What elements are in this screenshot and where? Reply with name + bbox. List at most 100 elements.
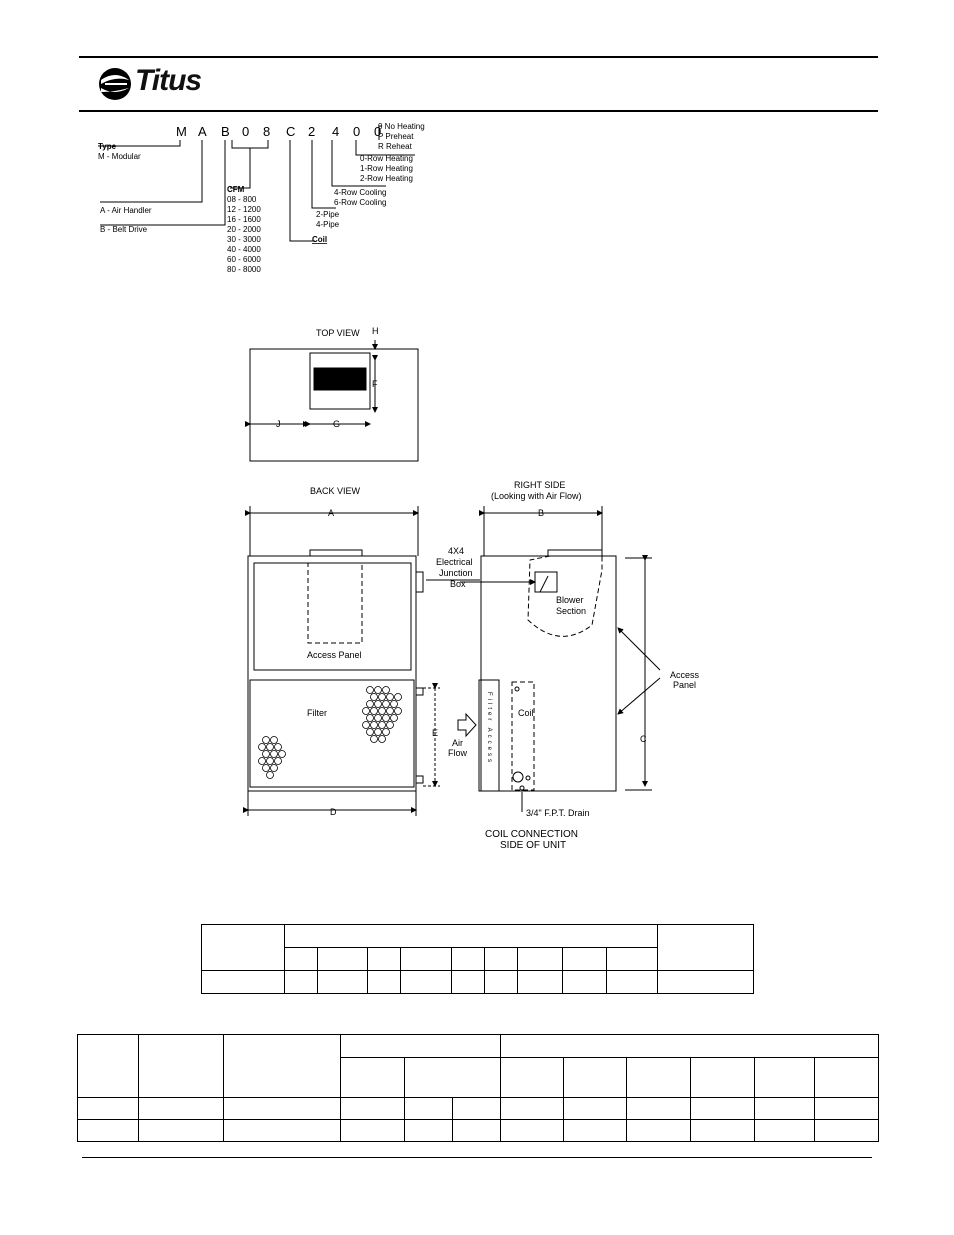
table-cell xyxy=(283,924,659,948)
table-cell xyxy=(626,1096,691,1120)
right-side-label: RIGHT SIDE xyxy=(514,480,565,490)
table-cell xyxy=(814,1096,879,1120)
mn-cfm-item: 40 - 4000 xyxy=(227,245,261,254)
table-cell xyxy=(516,947,563,971)
table-cell xyxy=(201,924,285,971)
mn-option-item: 0 No Heating xyxy=(378,122,425,131)
mn-letter-3: 0 xyxy=(242,124,249,139)
access-panel-side-label: Panel xyxy=(673,680,696,690)
table-cell xyxy=(316,970,369,994)
table-cell xyxy=(814,1118,879,1143)
table-cell xyxy=(223,1118,341,1143)
table-cell xyxy=(753,1057,816,1098)
junction-label: 4X4 xyxy=(448,546,464,556)
mn-handler-a: A - Air Handler xyxy=(100,206,152,215)
blower-label: Section xyxy=(556,606,586,616)
right-side-outline xyxy=(480,555,617,792)
mn-letter-9: 0 xyxy=(374,124,381,139)
mn-cfm-item: 16 - 1600 xyxy=(227,215,261,224)
table-cell xyxy=(223,1034,341,1098)
mn-letter-0: M xyxy=(176,124,187,139)
mn-cfm-item: 30 - 3000 xyxy=(227,235,261,244)
table-cell xyxy=(77,1118,139,1143)
dim-j-label: J xyxy=(276,419,281,429)
brand-name: Titus xyxy=(135,64,202,97)
table-cell xyxy=(499,1096,564,1120)
coil-outline xyxy=(511,681,535,791)
table-cell xyxy=(283,970,318,994)
table-cell xyxy=(77,1096,139,1120)
mn-cooling-item: 6-Row Cooling xyxy=(334,198,386,207)
dim-a-label: A xyxy=(328,508,334,518)
mn-heating-item: 1-Row Heating xyxy=(360,164,413,173)
mn-type-title: Type xyxy=(98,142,117,151)
footer-rule xyxy=(82,1157,872,1158)
table-cell xyxy=(339,1118,406,1143)
table-cell xyxy=(657,970,754,994)
dim-h-label: H xyxy=(372,326,379,336)
table-cell xyxy=(137,1118,225,1143)
filter-access-label: Filter Access xyxy=(486,692,492,765)
mn-cfm-title: CFM xyxy=(227,185,245,194)
table-cell xyxy=(77,1034,139,1098)
titus-logo: Titus xyxy=(97,64,212,102)
mn-letter-5: C xyxy=(286,124,295,139)
table-cell xyxy=(223,1096,341,1120)
table-cell xyxy=(316,947,369,971)
connection-label: COIL CONNECTION xyxy=(485,829,578,840)
mn-letter-4: 8 xyxy=(263,124,270,139)
table-cell xyxy=(499,1118,564,1143)
table-cell xyxy=(404,1118,454,1143)
connection-label: SIDE OF UNIT xyxy=(500,840,566,851)
table-cell xyxy=(452,1096,501,1120)
dimension-table xyxy=(201,924,754,994)
dim-c-label: C xyxy=(640,734,647,744)
table-cell xyxy=(452,1118,501,1143)
table-cell xyxy=(689,1096,755,1120)
air-flow-label: Flow xyxy=(448,748,468,758)
table-cell xyxy=(483,947,518,971)
top-view-label: TOP VIEW xyxy=(316,328,360,338)
mn-letter-7: 4 xyxy=(332,124,339,139)
back-view-filter xyxy=(249,679,415,788)
table-cell xyxy=(367,970,402,994)
table-cell xyxy=(689,1118,755,1143)
dim-d-label: D xyxy=(330,807,337,817)
table-cell xyxy=(561,947,608,971)
mn-cfm-item: 08 - 800 xyxy=(227,195,257,204)
table-cell xyxy=(753,1096,816,1120)
specification-table xyxy=(77,1033,880,1143)
table-cell xyxy=(814,1057,879,1098)
table-cell xyxy=(283,947,318,971)
unit-dimension-diagram: TOP VIEW H F J G BACK VIEW A Access Pane… xyxy=(243,326,700,851)
table-cell xyxy=(404,1057,501,1098)
junction-box xyxy=(534,571,558,593)
right-side-sub-label: (Looking with Air Flow) xyxy=(491,491,582,501)
model-number-diagram: M A B 0 8 C 2 4 0 0 Type M - Modular A -… xyxy=(98,122,425,274)
table-cell xyxy=(400,970,453,994)
table-cell xyxy=(483,970,518,994)
top-view-blower xyxy=(309,352,371,410)
mn-cooling-item: 4-Row Cooling xyxy=(334,188,386,197)
table-cell xyxy=(516,970,563,994)
mn-letter-1: A xyxy=(198,124,207,139)
dim-g-label: G xyxy=(333,419,340,429)
air-flow-label: Air xyxy=(452,738,463,748)
mn-cfm-item: 12 - 1200 xyxy=(227,205,261,214)
access-panel-label: Access Panel xyxy=(307,650,362,660)
junction-label: Junction xyxy=(439,568,473,578)
drain-label: 3/4" F.P.T. Drain xyxy=(526,808,590,818)
mn-letter-8: 0 xyxy=(353,124,360,139)
mn-type-item: M - Modular xyxy=(98,152,141,161)
mn-coil-item: 2-Pipe xyxy=(316,210,340,219)
table-cell xyxy=(451,970,485,994)
mn-coil-title: Coil xyxy=(312,235,327,244)
access-panel-side-label: Access xyxy=(670,670,700,680)
table-cell xyxy=(201,970,285,994)
blower-label: Blower xyxy=(556,595,584,605)
mn-heating-item: 2-Row Heating xyxy=(360,174,413,183)
table-cell xyxy=(404,1096,454,1120)
header-bottom-rule xyxy=(79,110,878,112)
filter-mesh-pattern xyxy=(258,686,402,779)
table-cell xyxy=(137,1096,225,1120)
